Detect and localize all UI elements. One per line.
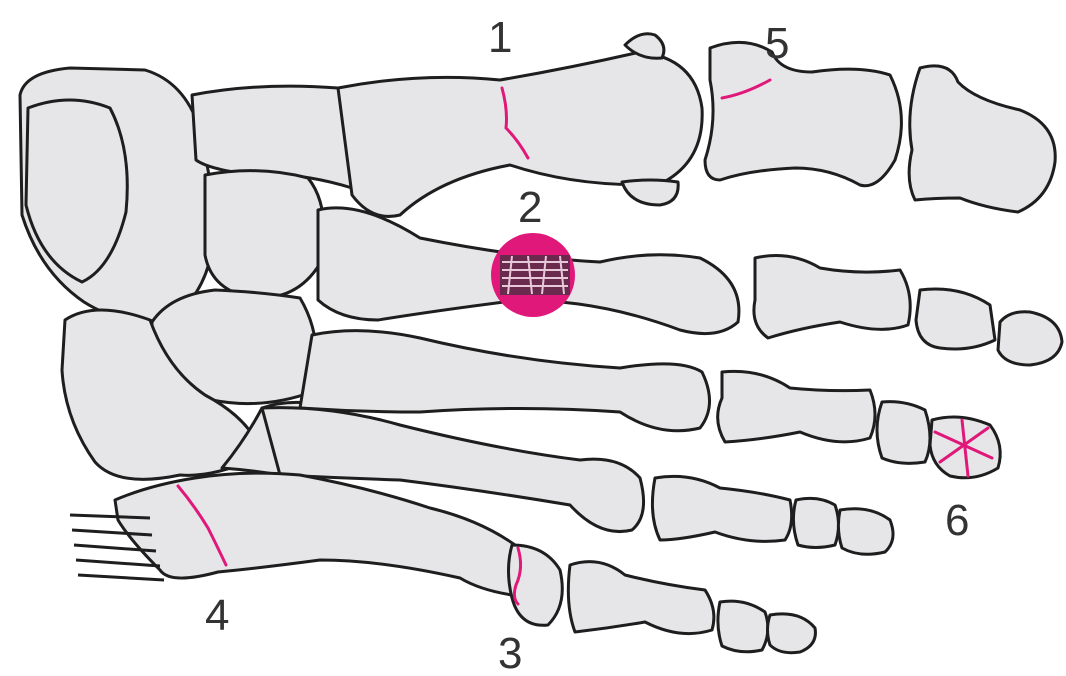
- toe2-proximal-phalanx: [754, 256, 910, 338]
- toe5-middle-phalanx: [718, 601, 768, 652]
- label-5: 5: [765, 19, 789, 68]
- toe2-middle-phalanx: [916, 289, 995, 349]
- toe4-distal-phalanx: [838, 509, 893, 555]
- toe4-proximal-phalanx: [652, 476, 791, 541]
- hallux-proximal-phalanx: [705, 42, 901, 185]
- fracture-circle-2: [491, 233, 575, 317]
- toe3-proximal-phalanx: [718, 371, 875, 442]
- medial-cuneiform: [205, 171, 324, 298]
- label-4: 4: [205, 591, 229, 640]
- hallux-distal-phalanx: [909, 66, 1055, 212]
- toe4-middle-phalanx: [793, 498, 838, 547]
- label-3: 3: [498, 629, 522, 676]
- toe5-proximal-phalanx: [568, 562, 714, 634]
- label-2: 2: [518, 183, 542, 232]
- toe5-distal-phalanx: [768, 614, 816, 653]
- label-1: 1: [488, 13, 512, 62]
- label-6: 6: [945, 496, 969, 545]
- toe2-distal-phalanx: [998, 312, 1062, 365]
- metatarsal-5: [115, 473, 517, 595]
- toe3-middle-phalanx: [877, 402, 930, 464]
- sesamoid-lower: [622, 180, 678, 205]
